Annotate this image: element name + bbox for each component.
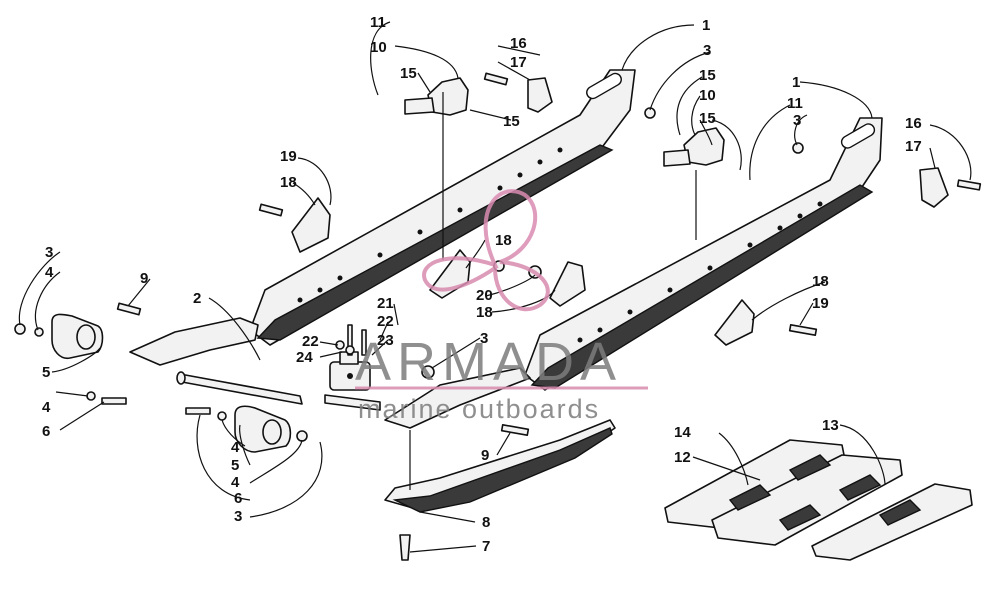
callout-4c: 4 — [231, 439, 240, 456]
callout-10a: 10 — [370, 39, 387, 56]
callout-13: 13 — [822, 417, 839, 434]
callout-23: 23 — [377, 332, 394, 349]
callout-1a: 1 — [702, 17, 710, 34]
callout-3a: 3 — [703, 42, 711, 59]
callout-5a: 5 — [42, 364, 50, 381]
callout-9a: 9 — [140, 270, 148, 287]
callout-9b: 9 — [481, 447, 489, 464]
callout-labels: 1 1 2 3 3 3 3 3 4 4 4 4 5 5 6 6 7 8 9 9 … — [42, 14, 922, 555]
callout-19b: 19 — [812, 295, 829, 312]
callout-15a: 15 — [400, 65, 417, 82]
callout-7: 7 — [482, 538, 490, 555]
callout-22b: 22 — [302, 333, 319, 350]
callout-6b: 6 — [234, 490, 242, 507]
callout-24: 24 — [296, 349, 313, 366]
front-runner — [384, 419, 616, 513]
idler-wheel-front-right — [234, 405, 292, 453]
callout-3e: 3 — [234, 508, 242, 525]
watermark: ARMADA marine outboards — [355, 189, 648, 424]
callout-17b: 17 — [905, 138, 922, 155]
propeller-logo-icon — [422, 189, 550, 312]
callout-17a: 17 — [510, 54, 527, 71]
callout-20: 20 — [476, 287, 493, 304]
callout-3b: 3 — [793, 112, 801, 129]
callout-12: 12 — [674, 449, 691, 466]
callout-11b: 11 — [787, 95, 803, 112]
bracket-upper-right — [663, 127, 725, 167]
idler-wheel-front-left — [51, 313, 104, 360]
callout-18a: 18 — [280, 174, 297, 191]
callout-14: 14 — [674, 424, 691, 441]
callout-15b: 15 — [503, 113, 520, 130]
cross-shaft — [176, 371, 381, 411]
callout-22a: 22 — [377, 313, 394, 330]
callout-1b: 1 — [792, 74, 800, 91]
callout-15c: 15 — [699, 67, 716, 84]
callout-16a: 16 — [510, 35, 527, 52]
callout-3c: 3 — [45, 244, 53, 261]
callout-11a: 11 — [370, 14, 386, 31]
callout-4d: 4 — [231, 474, 240, 491]
callout-18c: 18 — [476, 304, 493, 321]
callout-15d: 15 — [699, 110, 716, 127]
gusset-plate-left — [291, 197, 331, 253]
bracket-upper-left — [404, 77, 469, 116]
callout-6a: 6 — [42, 423, 50, 440]
gusset-plate-mid — [549, 261, 586, 307]
callout-16b: 16 — [905, 115, 922, 132]
gusset-plate-right — [714, 299, 755, 346]
callout-4b: 4 — [42, 399, 51, 416]
watermark-brand: ARMADA — [355, 332, 622, 392]
callout-2: 2 — [193, 290, 201, 307]
callout-19a: 19 — [280, 148, 297, 165]
callout-8: 8 — [482, 514, 490, 531]
track-section — [664, 439, 973, 561]
callout-3d: 3 — [480, 330, 488, 347]
shock-eye-left — [527, 77, 553, 113]
callout-18b: 18 — [495, 232, 512, 249]
shock-eye-right — [919, 167, 949, 208]
callout-5b: 5 — [231, 457, 239, 474]
callout-4a: 4 — [45, 264, 54, 281]
watermark-tagline: marine outboards — [358, 394, 600, 424]
center-pivot-block — [329, 324, 371, 391]
callout-10b: 10 — [699, 87, 716, 104]
leader-lines — [18, 21, 972, 553]
callout-18d: 18 — [812, 273, 829, 290]
rail-front-tip — [129, 317, 531, 429]
callout-21: 21 — [377, 295, 394, 312]
